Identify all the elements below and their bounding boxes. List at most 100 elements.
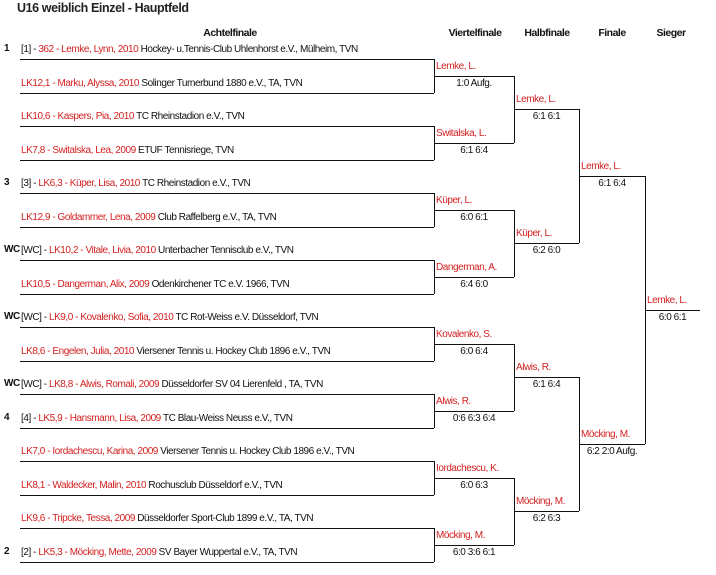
bracket-line: [20, 92, 434, 94]
player-name: LK12,9 - Goldammer, Lena, 2009: [21, 211, 156, 223]
match-winner[interactable]: Lemke, L.: [516, 94, 556, 106]
match-score: 6:2 6:0: [532, 245, 561, 257]
player-entry[interactable]: [WC] - LK9,0 - Kovalenko, Sofia, 2010 TC…: [21, 312, 319, 323]
match-winner[interactable]: Küper, L.: [436, 194, 472, 206]
club-name: Unterbacher Tennisclub e.V., TVN: [155, 245, 294, 256]
round-header: Halbfinale: [524, 27, 570, 39]
bracket-line: [20, 126, 434, 127]
match-winner[interactable]: Möcking, M.: [436, 529, 485, 541]
bracket-line: [579, 444, 645, 446]
player-entry[interactable]: LK7,0 - Iordachescu, Karina, 2009 Vierse…: [21, 446, 355, 457]
match-winner[interactable]: Alwis, R.: [436, 395, 471, 407]
bracket-line: [434, 343, 514, 345]
player-entry[interactable]: [WC] - LK8,8 - Alwis, Romali, 2009 Düsse…: [21, 379, 323, 390]
player-entry[interactable]: LK8,6 - Engelen, Julia, 2010 Viersener T…: [21, 345, 331, 357]
bracket-line: [434, 544, 514, 546]
seed-prefix: [4] -: [21, 412, 39, 424]
bracket-line: [434, 142, 514, 144]
player-entry[interactable]: LK9,6 - Tripcke, Tessa, 2009 Düsseldorfe…: [21, 513, 314, 524]
match-score: 6:0 6:1: [658, 312, 687, 324]
match-winner[interactable]: Möcking, M.: [581, 429, 630, 441]
match-score: 6:0 6:1: [460, 211, 488, 223]
bracket-line: [20, 59, 434, 60]
bracket-line: [434, 410, 514, 412]
match-score: 6:0 6:4: [460, 345, 488, 357]
seed-prefix: [WC] -: [21, 379, 49, 390]
bracket-line: [514, 511, 579, 513]
club-name: Viersener Tennis u. Hockey Club 1896 e.V…: [134, 345, 331, 357]
match-winner[interactable]: Kovalenko, S.: [436, 328, 492, 340]
seed-label: 3: [4, 177, 10, 188]
bracket-line: [579, 176, 645, 178]
bracket-line: [20, 159, 434, 161]
player-name: LK8,8 - Alwis, Romali, 2009: [48, 379, 160, 390]
bracket-line: [434, 209, 514, 211]
seed-label: WC: [4, 311, 20, 322]
player-entry[interactable]: LK10,5 - Dangerman, Alix, 2009 Odenkirch…: [21, 278, 290, 290]
player-entry[interactable]: LK8,1 - Waldecker, Malin, 2010 Rochusclu…: [21, 479, 283, 491]
club-name: Solinger Turnerbund 1880 e.V., TA, TVN: [139, 77, 303, 89]
match-winner[interactable]: Lemke, L.: [647, 295, 687, 307]
round-header: Finale: [598, 27, 626, 39]
player-entry[interactable]: [3] - LK6,3 - Küper, Lisa, 2010 TC Rhein…: [21, 178, 251, 189]
club-name: Odenkirchener TC e.V. 1966, TVN: [149, 278, 290, 290]
bracket-line: [434, 75, 514, 77]
match-score: 0:6 6:3 6:4: [452, 412, 496, 424]
club-name: TC Rheinstadion e.V., TVN: [139, 178, 251, 189]
player-entry[interactable]: [4] - LK5,9 - Hansmann, Lisa, 2009 TC Bl…: [21, 413, 293, 424]
bracket-line: [514, 109, 579, 111]
bracket-line: [514, 243, 579, 245]
seed-prefix: [1] -: [21, 44, 39, 55]
player-entry[interactable]: LK7,8 - Switalska, Lea, 2009 ETUF Tennis…: [21, 145, 234, 156]
player-entry[interactable]: LK12,1 - Marku, Alyssa, 2010 Solinger Tu…: [21, 77, 303, 89]
bracket-line: [20, 260, 434, 261]
match-winner[interactable]: Iordachescu, K.: [436, 462, 499, 474]
bracket-line: [20, 427, 434, 429]
player-name: 362 - Lemke, Lynn, 2010: [38, 44, 139, 55]
bracket-line: [20, 360, 434, 362]
bracket-line: [20, 461, 434, 462]
player-name: LK12,1 - Marku, Alyssa, 2010: [21, 77, 140, 89]
match-score: 6:1 6:4: [460, 144, 488, 156]
bracket-line: [434, 276, 514, 278]
club-name: Rochusclub Düsseldorf e.V., TVN: [146, 479, 283, 491]
club-name: TC Rheinstadion e.V., TVN: [133, 111, 245, 122]
player-entry[interactable]: [1] - 362 - Lemke, Lynn, 2010 Hockey- u.…: [21, 44, 358, 55]
match-winner[interactable]: Alwis, R.: [516, 362, 551, 374]
match-winner[interactable]: Möcking, M.: [516, 496, 565, 508]
player-entry[interactable]: [2] - LK5,3 - Möcking, Mette, 2009 SV Ba…: [21, 547, 298, 558]
match-score: 6:1 6:4: [532, 379, 561, 391]
club-name: TC Blau-Weiss Neuss e.V., TVN: [160, 412, 293, 424]
club-name: Düsseldorfer SV 04 Lierenfeld , TA, TVN: [159, 379, 323, 390]
match-winner[interactable]: Switalska, L.: [436, 127, 487, 139]
match-winner[interactable]: Lemke, L.: [581, 161, 621, 173]
match-score: 6:2 6:3: [532, 513, 561, 525]
seed-prefix: [WC] -: [21, 312, 49, 323]
match-winner[interactable]: Dangerman, A.: [436, 261, 497, 273]
seed-label: 2: [4, 545, 10, 557]
page-title: U16 weiblich Einzel - Hauptfeld: [17, 1, 189, 15]
player-entry[interactable]: [WC] - LK10,2 - Vitale, Livia, 2010 Unte…: [21, 245, 294, 256]
round-header: Sieger: [656, 27, 686, 39]
player-entry[interactable]: LK10,6 - Kaspers, Pia, 2010 TC Rheinstad…: [21, 111, 245, 122]
player-name: LK9,0 - Kovalenko, Sofia, 2010: [48, 312, 174, 323]
match-score: 6:0 3:6 6:1: [452, 546, 496, 558]
match-winner[interactable]: Küper, L.: [516, 228, 552, 240]
bracket-line: [20, 226, 434, 228]
bracket-line: [20, 293, 434, 295]
bracket-line: [434, 477, 514, 479]
bracket-line: [514, 377, 579, 379]
seed-label: 1: [4, 43, 10, 54]
seed-label: WC: [4, 378, 20, 389]
player-name: LK5,9 - Hansmann, Lisa, 2009: [38, 412, 161, 424]
match-score: 6:1 6:1: [532, 111, 561, 123]
club-name: Viersener Tennis u. Hockey Club 1896 e.V…: [157, 446, 355, 457]
club-name: ETUF Tennisriege, TVN: [135, 144, 234, 156]
player-name: LK8,6 - Engelen, Julia, 2010: [21, 345, 135, 357]
club-name: Club Raffelberg e.V., TA, TVN: [155, 211, 277, 223]
club-name: TC Rot-Weiss e.V. Düsseldorf, TVN: [173, 312, 319, 323]
player-entry[interactable]: LK12,9 - Goldammer, Lena, 2009 Club Raff…: [21, 211, 277, 223]
club-name: Hockey- u.Tennis-Club Uhlenhorst e.V., M…: [138, 44, 359, 55]
seed-prefix: [3] -: [21, 178, 39, 189]
match-winner[interactable]: Lemke, L.: [436, 60, 476, 72]
